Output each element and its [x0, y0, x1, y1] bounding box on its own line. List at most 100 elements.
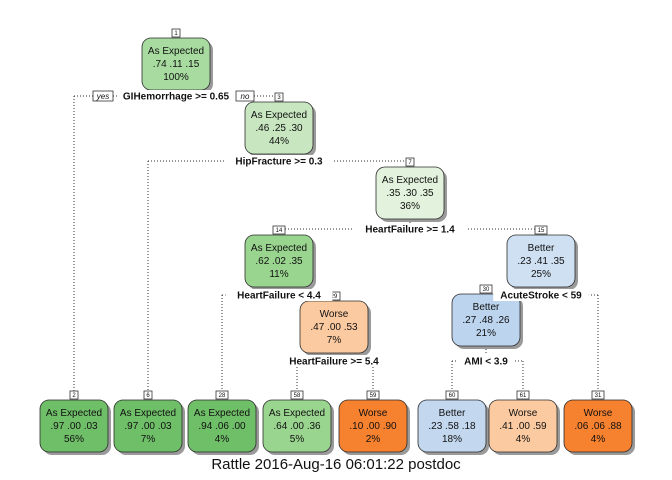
node-percentage: 44%	[269, 136, 289, 147]
node-probabilities: .97 .00 .03	[50, 421, 98, 432]
node-probabilities: .41 .00 .59	[499, 421, 547, 432]
node-box	[488, 399, 558, 453]
node-number: 2	[72, 393, 76, 399]
node-number: 58	[294, 393, 301, 399]
node-box	[375, 166, 445, 220]
tree-node: 6As Expected.97 .00 .037%	[113, 390, 185, 455]
node-probabilities: .62 .02 .35	[255, 256, 303, 267]
node-number-box	[445, 390, 459, 400]
yes-tag-box	[92, 90, 114, 102]
node-box	[506, 234, 576, 288]
node-box	[113, 399, 183, 453]
split-label-bg	[493, 289, 589, 301]
node-number: 29	[331, 294, 338, 300]
node-class-label: As Expected	[148, 46, 204, 57]
node-number-box	[591, 390, 605, 400]
node-class-label: Worse	[584, 408, 613, 419]
node-number: 6	[146, 393, 150, 399]
node-class-label: Worse	[509, 408, 538, 419]
split-label: HeartFailure >= 5.4	[289, 357, 379, 368]
tree-node: 7 As Expected .35 .30 .35 36%	[375, 157, 447, 222]
node-box	[187, 399, 257, 453]
node-class-label: As Expected	[251, 243, 307, 254]
tree-node: 14 As Expected .62 .02 .35 11%	[244, 225, 316, 290]
yes-tag: yes	[96, 92, 109, 101]
node-class-label: As Expected	[251, 110, 307, 121]
split-label-bg	[353, 223, 467, 235]
split-label-bg	[225, 289, 333, 301]
node-number-box	[405, 157, 415, 167]
node-probabilities: .47 .00 .53	[310, 322, 358, 333]
node-number: 14	[276, 228, 283, 234]
node-probabilities: .10 .00 .90	[349, 421, 397, 432]
node-probabilities: .46 .25 .30	[255, 123, 303, 134]
node-class-label: Worse	[359, 408, 388, 419]
split-label: HeartFailure < 4.4	[237, 291, 321, 302]
node-number: 28	[219, 393, 226, 399]
split-label: GIHemorrhage >= 0.65	[123, 92, 230, 103]
split-label-bg	[457, 355, 515, 367]
node-number: 7	[408, 160, 412, 166]
caption: Rattle 2016-Aug-16 06:01:22 postdoc	[211, 456, 461, 473]
node-number: 31	[595, 393, 602, 399]
node-number: 1	[174, 31, 178, 37]
node-box	[299, 300, 369, 354]
node-box	[262, 399, 332, 453]
node-percentage: 11%	[269, 269, 288, 280]
node-probabilities: .27 .48 .26	[462, 315, 510, 326]
node-number-box	[274, 92, 284, 102]
node-probabilities: .74 .11 .15	[153, 59, 200, 70]
no-tag: no	[241, 92, 250, 101]
node-class-label: As Expected	[120, 408, 176, 419]
node-box	[39, 399, 109, 453]
split-label-bg	[277, 355, 391, 367]
node-probabilities: .23 .41 .35	[517, 256, 565, 267]
split-label: HipFracture >= 0.3	[235, 157, 323, 168]
node-percentage: 7%	[327, 335, 342, 346]
node-number: 60	[449, 393, 456, 399]
node-number-box	[143, 390, 153, 400]
split-label-bg	[225, 155, 333, 167]
node-class-label: Better	[473, 302, 500, 313]
split-label: AcuteStroke < 59	[500, 291, 582, 302]
node-number-box	[215, 390, 229, 400]
node-number-box	[534, 225, 548, 235]
node-probabilities: .35 .30 .35	[386, 188, 434, 199]
node-class-label: As Expected	[382, 175, 438, 186]
node-box	[244, 101, 314, 155]
node-percentage: 4%	[516, 434, 531, 445]
node-percentage: 18%	[442, 434, 462, 445]
node-probabilities: .97 .00 .03	[124, 421, 172, 432]
node-percentage: 5%	[290, 434, 305, 445]
node-probabilities: .64 .00 .36	[273, 421, 321, 432]
node-number: 59	[370, 393, 377, 399]
node-box	[417, 399, 487, 453]
node-class-label: As Expected	[46, 408, 102, 419]
node-class-label: Worse	[320, 309, 349, 320]
node-class-label: As Expected	[194, 408, 250, 419]
node-number-box	[171, 28, 181, 38]
node-box	[563, 399, 633, 453]
node-percentage: 36%	[400, 201, 420, 212]
node-number-box	[479, 284, 493, 294]
node-probabilities: .23 .58 .18	[428, 421, 476, 432]
node-number-box	[69, 390, 79, 400]
split-label: AMI < 3.9	[464, 357, 508, 368]
node-percentage: 21%	[476, 328, 496, 339]
no-tag-box	[235, 90, 255, 102]
node-number-box	[516, 390, 530, 400]
node-percentage: 2%	[366, 434, 381, 445]
node-class-label: Better	[439, 408, 466, 419]
